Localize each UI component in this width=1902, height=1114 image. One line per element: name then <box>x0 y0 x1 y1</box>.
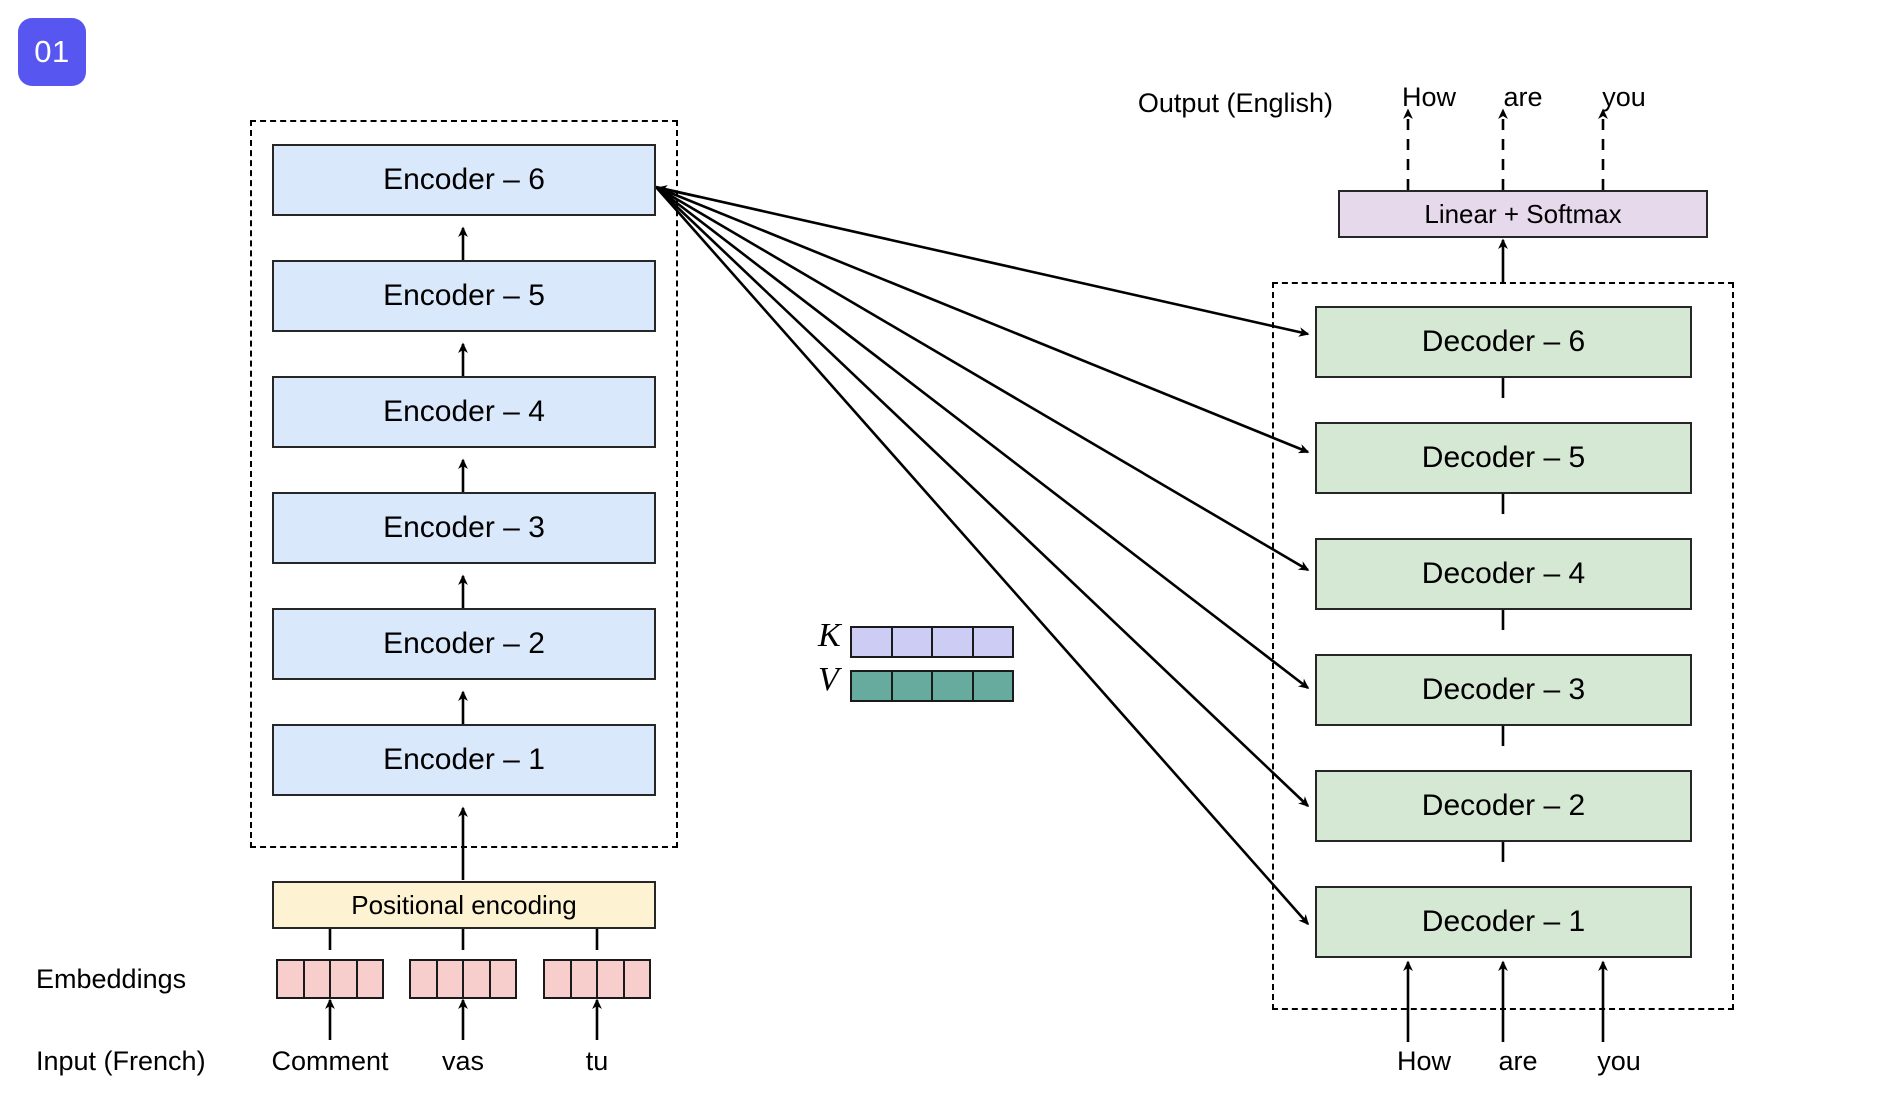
decoder-block-2-label: Decoder – 2 <box>1421 789 1586 822</box>
decoder-block-6-label: Decoder – 6 <box>1421 325 1586 358</box>
encoder-block-6-label: Encoder – 6 <box>383 163 545 196</box>
decoder-input-token-0: How <box>1396 1046 1452 1076</box>
decoder-input-token-1: are <box>1498 1046 1538 1076</box>
step-badge-label: 01 <box>34 34 70 69</box>
embedding-cell <box>331 961 358 997</box>
encoder-block-5[interactable]: Encoder – 5 <box>272 260 656 332</box>
embedding-cell <box>491 961 516 997</box>
key-cell <box>974 628 1013 656</box>
encoder-block-3-label: Encoder – 3 <box>383 511 545 544</box>
encoder-to-decoder-arrows <box>655 185 1310 926</box>
decoder-block-3-label: Decoder – 3 <box>1421 673 1586 706</box>
embedding-cell <box>305 961 331 997</box>
embedding-vector-1[interactable] <box>409 959 517 999</box>
embedding-cell <box>572 961 598 997</box>
embedding-cell <box>625 961 650 997</box>
input-token-2: tu <box>585 1046 609 1076</box>
value-label: V <box>818 661 839 698</box>
encoder-block-1[interactable]: Encoder – 1 <box>272 724 656 796</box>
embedding-cell <box>278 961 305 997</box>
embedding-cell <box>598 961 625 997</box>
embedding-cell <box>438 961 464 997</box>
output-token-1: are <box>1503 82 1543 112</box>
encoder-block-2-label: Encoder – 2 <box>383 627 545 660</box>
linear-softmax-block[interactable]: Linear + Softmax <box>1338 190 1708 238</box>
embedding-cell <box>464 961 491 997</box>
input-token-arrows <box>325 998 602 1040</box>
encoder-block-6[interactable]: Encoder – 6 <box>272 144 656 216</box>
key-vector[interactable] <box>850 626 1014 658</box>
value-cell <box>852 672 893 700</box>
embedding-vector-2[interactable] <box>543 959 651 999</box>
encoder-block-4[interactable]: Encoder – 4 <box>272 376 656 448</box>
encoder-block-3[interactable]: Encoder – 3 <box>272 492 656 564</box>
output-row-label: Output (English) <box>1137 88 1333 118</box>
key-cell <box>852 628 893 656</box>
decoder-block-5-label: Decoder – 5 <box>1421 441 1586 474</box>
decoder-block-4[interactable]: Decoder – 4 <box>1315 538 1692 610</box>
decoder-group-container <box>1272 282 1734 1010</box>
encoder-block-1-label: Encoder – 1 <box>383 743 545 776</box>
value-vector[interactable] <box>850 670 1014 702</box>
encoder-group-container <box>250 120 678 848</box>
decoder-block-1-label: Decoder – 1 <box>1421 905 1586 938</box>
value-cell <box>933 672 974 700</box>
input-token-1: vas <box>441 1046 485 1076</box>
key-cell <box>893 628 933 656</box>
decoder-block-2[interactable]: Decoder – 2 <box>1315 770 1692 842</box>
input-row-label: Input (French) <box>36 1046 206 1076</box>
embedding-cell <box>545 961 572 997</box>
linear-to-output-arrows <box>1403 108 1608 190</box>
output-token-2: you <box>1602 82 1646 112</box>
positional-encoding-label: Positional encoding <box>351 889 577 920</box>
value-cell <box>974 672 1013 700</box>
embedding-cell <box>358 961 383 997</box>
encoder-block-2[interactable]: Encoder – 2 <box>272 608 656 680</box>
decoder-block-6[interactable]: Decoder – 6 <box>1315 306 1692 378</box>
encoder-block-5-label: Encoder – 5 <box>383 279 545 312</box>
decoder-block-3[interactable]: Decoder – 3 <box>1315 654 1692 726</box>
decoder-input-token-2: you <box>1597 1046 1641 1076</box>
encoder-block-4-label: Encoder – 4 <box>383 395 545 428</box>
value-cell <box>893 672 933 700</box>
positional-encoding-block[interactable]: Positional encoding <box>272 881 656 929</box>
embeddings-row-label: Embeddings <box>36 964 187 994</box>
embedding-cell <box>411 961 438 997</box>
input-token-0: Comment <box>271 1046 389 1076</box>
decoder-block-4-label: Decoder – 4 <box>1421 557 1586 590</box>
step-badge: 01 <box>18 18 86 86</box>
linear-softmax-label: Linear + Softmax <box>1424 198 1622 229</box>
embedding-vector-0[interactable] <box>276 959 384 999</box>
decoder-block-1[interactable]: Decoder – 1 <box>1315 886 1692 958</box>
key-label: K <box>818 617 841 654</box>
output-token-0: How <box>1401 82 1457 112</box>
key-cell <box>933 628 974 656</box>
decoder-block-5[interactable]: Decoder – 5 <box>1315 422 1692 494</box>
